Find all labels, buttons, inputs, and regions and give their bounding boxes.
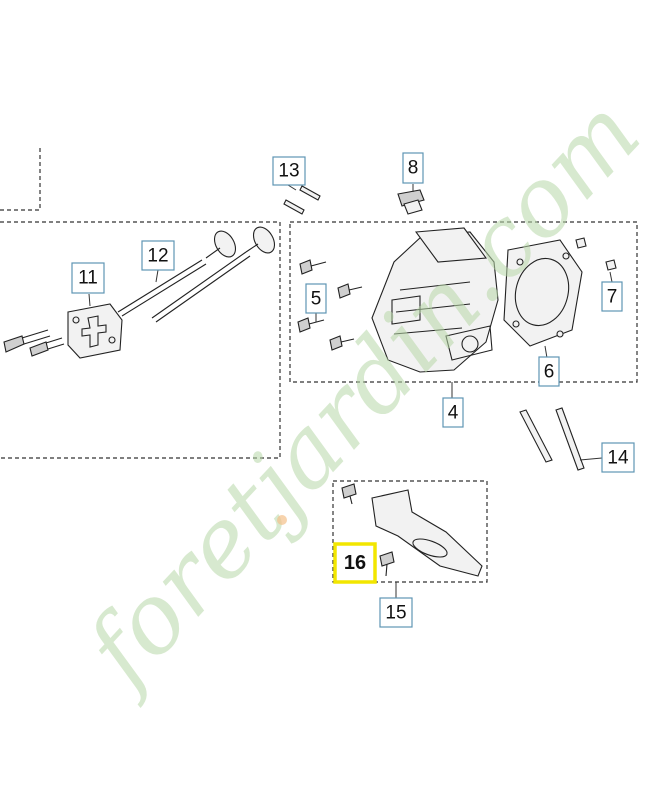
shroud-part	[341, 483, 483, 598]
dowel-pins-part	[283, 185, 321, 215]
callout-label: 11	[78, 268, 98, 289]
callout-label: 7	[607, 287, 618, 308]
cylinder-head-part	[371, 227, 499, 398]
rocker-guide-plate-part	[3, 303, 123, 359]
callout-5[interactable]: 5	[305, 283, 327, 314]
callout-13[interactable]: 13	[272, 156, 306, 186]
callout-label: 5	[311, 289, 322, 310]
callout-label: 14	[607, 448, 629, 469]
valve-part-8	[397, 184, 425, 215]
watermark-dot	[277, 515, 287, 525]
outline-valve-group	[0, 221, 281, 459]
callout-7[interactable]: 7	[601, 281, 623, 312]
callout-12[interactable]: 12	[141, 240, 175, 271]
callouts: 11 12 13 8 5 7 6 4	[71, 152, 635, 628]
callout-14[interactable]: 14	[601, 442, 635, 473]
callout-11[interactable]: 11	[71, 262, 105, 294]
callout-label: 8	[408, 158, 419, 179]
outline-top-left	[0, 148, 41, 211]
head-bolts-part	[297, 259, 363, 351]
callout-4[interactable]: 4	[442, 397, 464, 428]
callout-15[interactable]: 15	[379, 597, 413, 628]
watermark: foretjardin.com	[61, 77, 652, 710]
pins-part-7	[575, 237, 617, 271]
callout-label: 12	[147, 246, 168, 267]
callout-16[interactable]: 16	[333, 542, 377, 584]
callout-label: 13	[278, 161, 299, 182]
pushrods-valves-part	[117, 226, 276, 323]
rods-part-14	[519, 407, 603, 471]
callout-6[interactable]: 6	[538, 356, 560, 387]
callout-label: 15	[385, 603, 406, 624]
leader-lines	[88, 184, 613, 322]
outline-shroud-group	[332, 480, 488, 583]
outline-cylinder-head-group	[289, 221, 638, 383]
callout-label: 16	[344, 552, 366, 574]
callout-label: 4	[448, 403, 459, 424]
head-gasket-part	[503, 239, 583, 359]
callout-label: 6	[544, 362, 555, 383]
group-outlines	[0, 148, 638, 583]
watermark-text: foretjardin.com	[61, 77, 652, 710]
callout-8[interactable]: 8	[402, 152, 424, 184]
